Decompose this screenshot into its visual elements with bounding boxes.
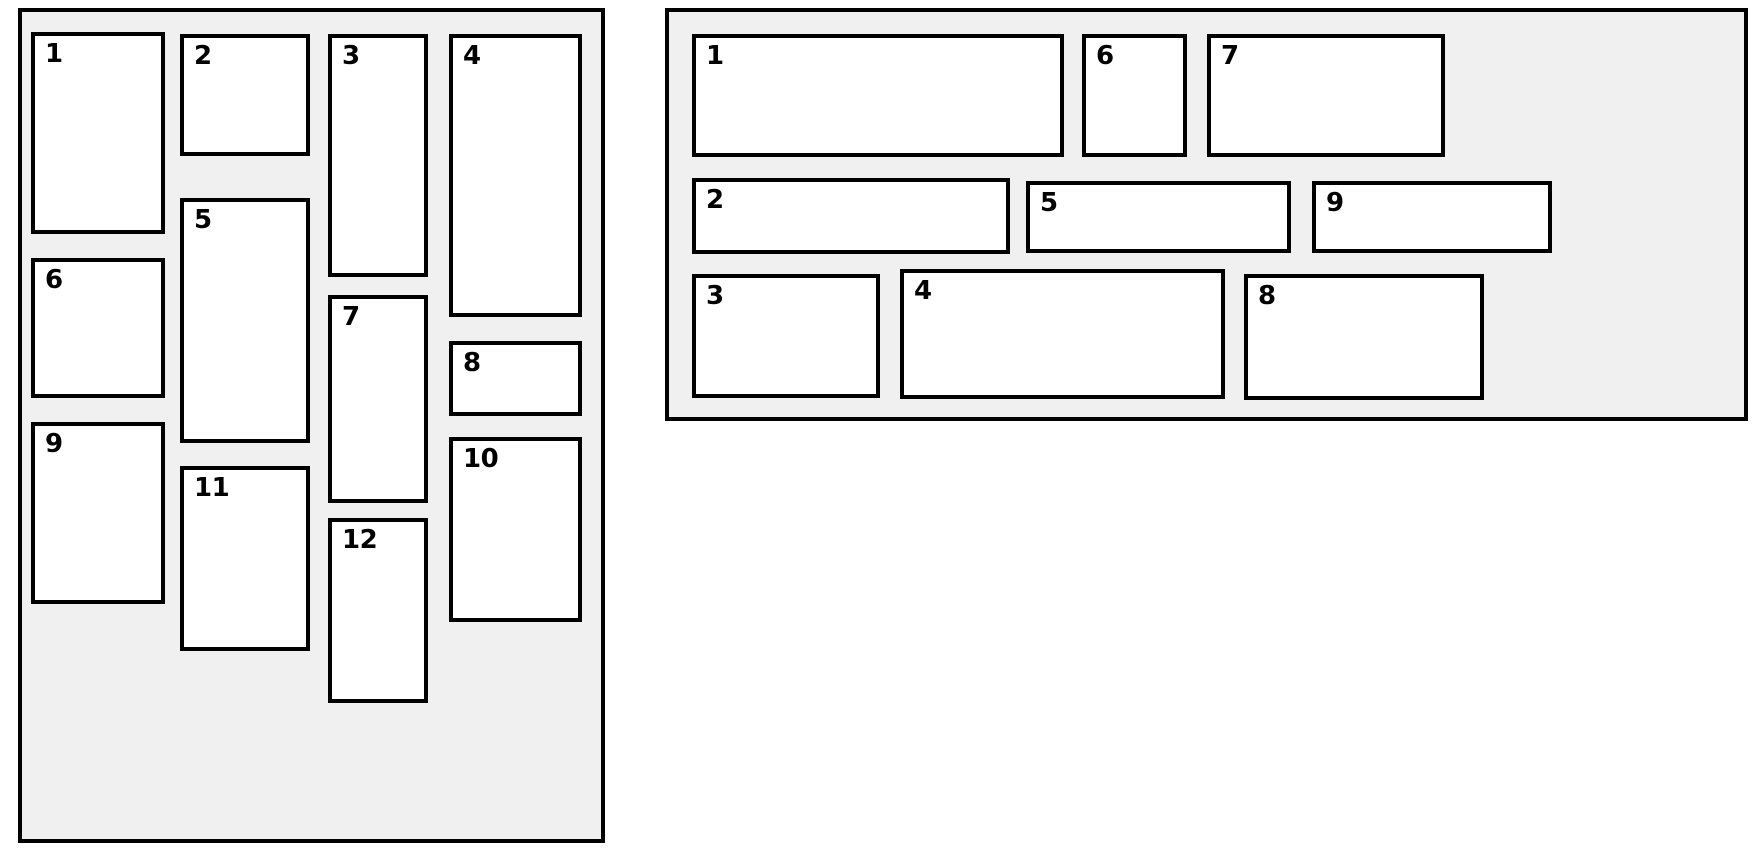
region-box-6[interactable]: 6 <box>1082 34 1187 157</box>
region-order-label: 6 <box>1096 41 1114 71</box>
region-order-label: 4 <box>463 41 481 71</box>
region-order-label: 8 <box>463 348 481 378</box>
region-order-label: 7 <box>342 302 360 332</box>
region-box-10[interactable]: 10 <box>449 437 582 622</box>
region-order-label: 5 <box>1040 188 1058 218</box>
region-box-7[interactable]: 7 <box>328 295 428 503</box>
right-layout-panel: 1 6 7 2 5 9 3 4 8 <box>665 8 1748 421</box>
region-box-6[interactable]: 6 <box>31 258 165 398</box>
region-box-4[interactable]: 4 <box>900 269 1225 399</box>
region-box-9[interactable]: 9 <box>1312 181 1552 253</box>
region-box-8[interactable]: 8 <box>1244 274 1484 400</box>
region-box-5[interactable]: 5 <box>1026 181 1291 253</box>
region-order-label: 2 <box>194 41 212 71</box>
region-box-4[interactable]: 4 <box>449 34 582 317</box>
region-order-label: 4 <box>914 276 932 306</box>
region-box-5[interactable]: 5 <box>180 198 310 443</box>
region-order-label: 10 <box>463 444 499 474</box>
region-box-11[interactable]: 11 <box>180 466 310 651</box>
region-box-1[interactable]: 1 <box>31 32 165 234</box>
region-order-label: 5 <box>194 205 212 235</box>
region-box-1[interactable]: 1 <box>692 34 1064 157</box>
region-box-2[interactable]: 2 <box>180 34 310 156</box>
region-box-12[interactable]: 12 <box>328 518 428 703</box>
region-order-label: 11 <box>194 473 230 503</box>
region-order-label: 3 <box>706 281 724 311</box>
region-order-label: 9 <box>45 429 63 459</box>
region-order-label: 8 <box>1258 281 1276 311</box>
region-box-9[interactable]: 9 <box>31 422 165 604</box>
region-order-label: 6 <box>45 265 63 295</box>
region-box-3[interactable]: 3 <box>328 34 428 277</box>
region-box-8[interactable]: 8 <box>449 341 582 416</box>
region-order-label: 2 <box>706 185 724 215</box>
region-box-3[interactable]: 3 <box>692 274 880 398</box>
region-order-label: 3 <box>342 41 360 71</box>
region-order-label: 9 <box>1326 188 1344 218</box>
region-order-label: 1 <box>706 41 724 71</box>
region-order-label: 1 <box>45 39 63 69</box>
region-order-label: 7 <box>1221 41 1239 71</box>
region-order-label: 12 <box>342 525 378 555</box>
region-box-2[interactable]: 2 <box>692 178 1010 254</box>
region-box-7[interactable]: 7 <box>1207 34 1445 157</box>
